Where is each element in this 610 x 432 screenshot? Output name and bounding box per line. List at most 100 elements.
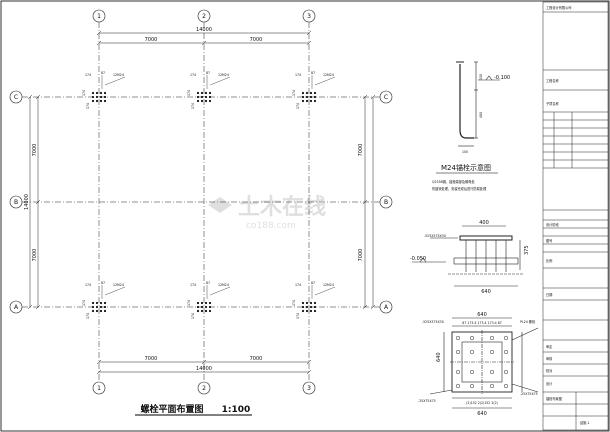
anchor-bolt-dot xyxy=(204,99,208,103)
col-2-label-bottom: 2 xyxy=(202,385,206,392)
anchor-bolt-dot xyxy=(196,309,200,313)
cluster-offset-mid: 174 xyxy=(187,300,191,306)
anchor-bolt-dot xyxy=(313,91,317,95)
row-c-label-left: C xyxy=(14,94,18,101)
cluster-offset-top: 174 xyxy=(295,283,301,287)
anchor-bolt-dot xyxy=(208,309,212,313)
anchor-bolt-dot xyxy=(313,305,317,309)
tb-sig-1: 审定 xyxy=(546,344,553,349)
plate-leader-left xyxy=(429,389,453,395)
anchor-bolt-dot xyxy=(196,301,200,305)
cluster-leader xyxy=(314,76,336,86)
col-1-label-bottom: 1 xyxy=(97,385,101,392)
anchor-bolt-dot xyxy=(95,309,99,313)
anchor-bolt-dot xyxy=(196,91,200,95)
anchor-bolt-dot xyxy=(313,99,317,103)
section-width-bottom: 640 xyxy=(481,289,491,295)
anchor-bolt-dot xyxy=(196,95,200,99)
anchor-bolt-dot xyxy=(313,95,317,99)
anchor-bolt-shape xyxy=(459,64,474,139)
dim-right-lower: 7000 xyxy=(358,249,364,262)
anchor-bolt-dot xyxy=(309,99,313,103)
cluster-anchor-label: 12M24 xyxy=(113,283,124,287)
watermark-main: 土木在线 xyxy=(238,194,326,220)
anchor-bolt-dot xyxy=(301,301,305,305)
plate-dims-top: 87 173.4 173.4 173.4 87 xyxy=(462,321,502,325)
anchor-detail-texts: -0.100 150 480 100 xyxy=(462,74,510,154)
watermark-sub: co188.com xyxy=(246,221,296,231)
section-top-plate xyxy=(459,235,513,241)
anchor-bolt-dot xyxy=(91,309,95,313)
anchor-bolt-dot xyxy=(309,301,313,305)
anchor-bolt-dot xyxy=(95,301,99,305)
anchor-bolt-dot xyxy=(200,99,204,103)
bubble-col-2-top xyxy=(197,9,211,23)
tb-sig-4: 设计 xyxy=(546,381,553,386)
dim-right-upper: 7000 xyxy=(358,144,364,157)
tb-row-5: 比例 xyxy=(546,258,552,263)
cluster-offset-87: 87 xyxy=(206,71,210,75)
anchor-bolt-dot xyxy=(196,99,200,103)
bubble-row-a-right xyxy=(379,300,393,314)
cluster-offset-87: 87 xyxy=(101,71,105,75)
anchor-bolt-dot xyxy=(204,309,208,313)
cluster-leader xyxy=(314,286,336,296)
plate-note: -525X375X30 xyxy=(422,320,444,324)
section-plate-note: -525X375X30 xyxy=(424,234,446,238)
title-block xyxy=(542,1,609,431)
anchor-bolt-dot xyxy=(208,95,212,99)
plan-title: 螺栓平面布置图 xyxy=(140,403,203,415)
col-2-label-top: 2 xyxy=(202,13,206,20)
dim-left-lower: 7000 xyxy=(32,249,38,262)
cluster-offset-left: 174 xyxy=(191,103,195,109)
title-block-frame xyxy=(542,1,609,431)
anchor-bolt-dot xyxy=(95,99,99,103)
section-elev-text: -0.050 xyxy=(410,256,426,262)
cluster-anchor-label: 12M24 xyxy=(218,73,229,77)
cluster-offset-mid: 174 xyxy=(292,90,296,96)
anchor-bolt-dot xyxy=(208,91,212,95)
anchor-bolt-dot xyxy=(305,95,309,99)
tb-row-1: 工程名称 xyxy=(546,78,560,83)
anchor-bolt-dot xyxy=(204,91,208,95)
anchor-bolt-dot xyxy=(309,91,313,95)
bubble-row-a-left xyxy=(9,300,23,314)
cluster-leader xyxy=(209,286,231,296)
anchor-bolt-dot xyxy=(313,301,317,305)
plate-height: 640 xyxy=(436,352,442,362)
anchor-bolt-dot xyxy=(305,91,309,95)
tb-row-6: 日期 xyxy=(546,292,552,297)
anchor-bolt-dot xyxy=(301,99,305,103)
base-plate-hole xyxy=(489,369,495,375)
anchor-bolt-dot xyxy=(103,309,107,313)
tb-row-4: 图号 xyxy=(546,238,552,243)
watermark-logo xyxy=(208,197,232,213)
base-plate-hole xyxy=(469,369,475,375)
bubble-col-1-top xyxy=(92,9,106,23)
anchor-bolt-dot xyxy=(204,305,208,309)
dim-left-upper: 7000 xyxy=(32,144,38,157)
base-plate-hole xyxy=(455,335,461,341)
cluster-offset-top: 174 xyxy=(190,283,196,287)
anchor-bolt-dot xyxy=(301,309,305,313)
anchor-bolt-dot xyxy=(103,301,107,305)
anchor-len-a: 150 xyxy=(479,74,483,80)
anchor-bolt-dot xyxy=(103,305,107,309)
anchor-bolt-dot xyxy=(309,95,313,99)
anchor-bolt-dot xyxy=(99,91,103,95)
section-base-plate xyxy=(453,257,519,265)
anchor-bolt-dot xyxy=(95,95,99,99)
cluster-anchor-label: 12M24 xyxy=(113,73,124,77)
anchor-bolt-dot xyxy=(301,91,305,95)
anchor-detail-title: M24锚栓示意图 xyxy=(441,163,491,172)
anchor-bolt-dot xyxy=(305,301,309,305)
anchor-bolt-detail xyxy=(456,61,500,147)
section-height: 375 xyxy=(524,245,530,255)
bubble-row-c-left xyxy=(9,90,23,104)
cluster-anchor-label: 12M24 xyxy=(323,73,334,77)
cluster-offset-mid: 174 xyxy=(82,90,86,96)
